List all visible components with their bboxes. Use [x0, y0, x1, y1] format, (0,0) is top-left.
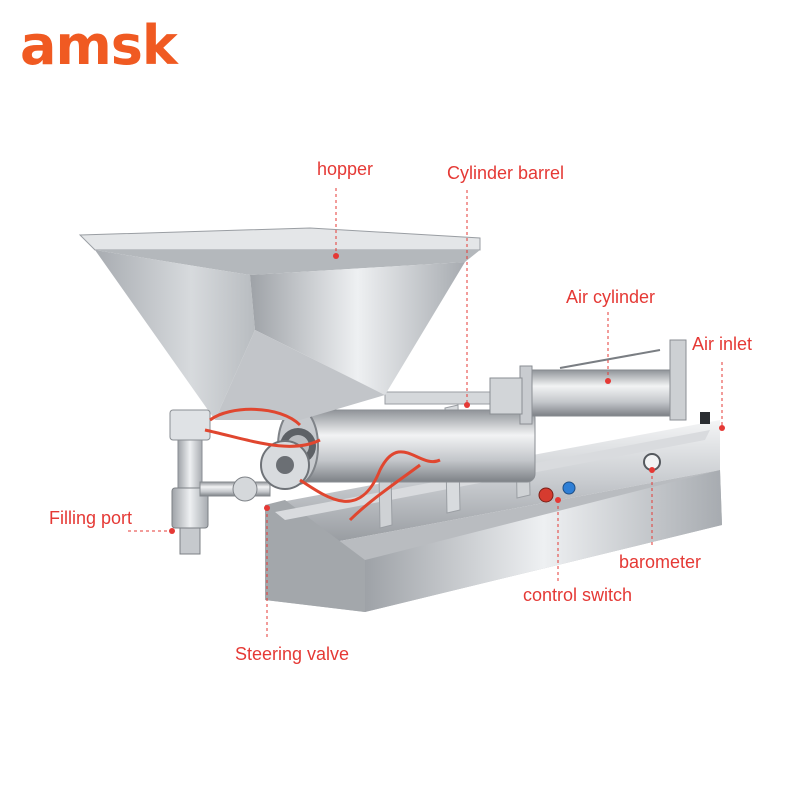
label-control-switch: control switch: [523, 585, 633, 605]
hopper: [78, 227, 481, 420]
air-hoses: [204, 407, 441, 522]
brand-logo: amsk: [20, 14, 178, 77]
label-filling-port: Filling port: [49, 508, 133, 528]
control-switch: [538, 481, 576, 503]
label-air-cylinder: Air cylinder: [566, 287, 656, 307]
label-air-inlet: Air inlet: [692, 334, 753, 354]
callout-lines: [128, 188, 725, 640]
label-barometer: barometer: [619, 552, 702, 572]
label-steering-valve: Steering valve: [235, 644, 350, 664]
filling-port: [169, 409, 271, 555]
steering-valve: [260, 440, 310, 490]
air-inlet: [700, 412, 710, 424]
air-cylinder: [489, 339, 687, 425]
label-hopper: hopper: [317, 159, 374, 179]
label-cylinder-barrel: Cylinder barrel: [447, 163, 565, 183]
cylinder-barrel: [277, 407, 536, 485]
base-pan: [265, 420, 722, 612]
